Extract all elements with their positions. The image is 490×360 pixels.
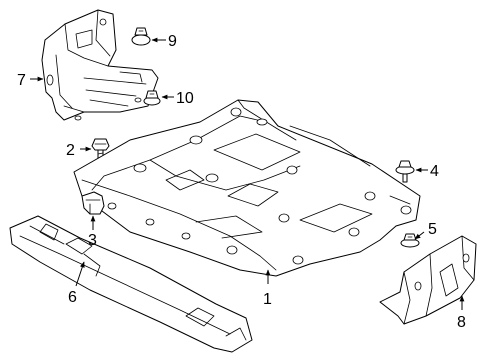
leader-6 (75, 261, 85, 287)
clip-part-10[interactable] (143, 90, 161, 106)
callout-8: 8 (457, 314, 466, 331)
callout-4: 4 (430, 163, 439, 180)
callout-3: 3 (88, 232, 97, 249)
callout-2: 2 (66, 142, 75, 159)
clip-part-9[interactable] (131, 27, 151, 46)
clip-part-4[interactable] (395, 160, 415, 183)
callout-7: 7 (17, 72, 26, 89)
callout-6: 6 (68, 289, 77, 306)
clip-part-5[interactable] (400, 233, 420, 248)
side-bracket-part-8[interactable] (379, 235, 477, 325)
callout-1: 1 (263, 291, 272, 308)
front-deflector-part-6[interactable] (9, 215, 253, 353)
callout-9: 9 (168, 33, 177, 50)
callout-10: 10 (176, 90, 194, 107)
leader-5 (414, 231, 425, 240)
bracket-part-3[interactable] (81, 191, 105, 215)
callout-5: 5 (428, 221, 437, 238)
side-bracket-part-7[interactable] (41, 9, 159, 121)
under-cover-part-1[interactable] (73, 99, 421, 277)
